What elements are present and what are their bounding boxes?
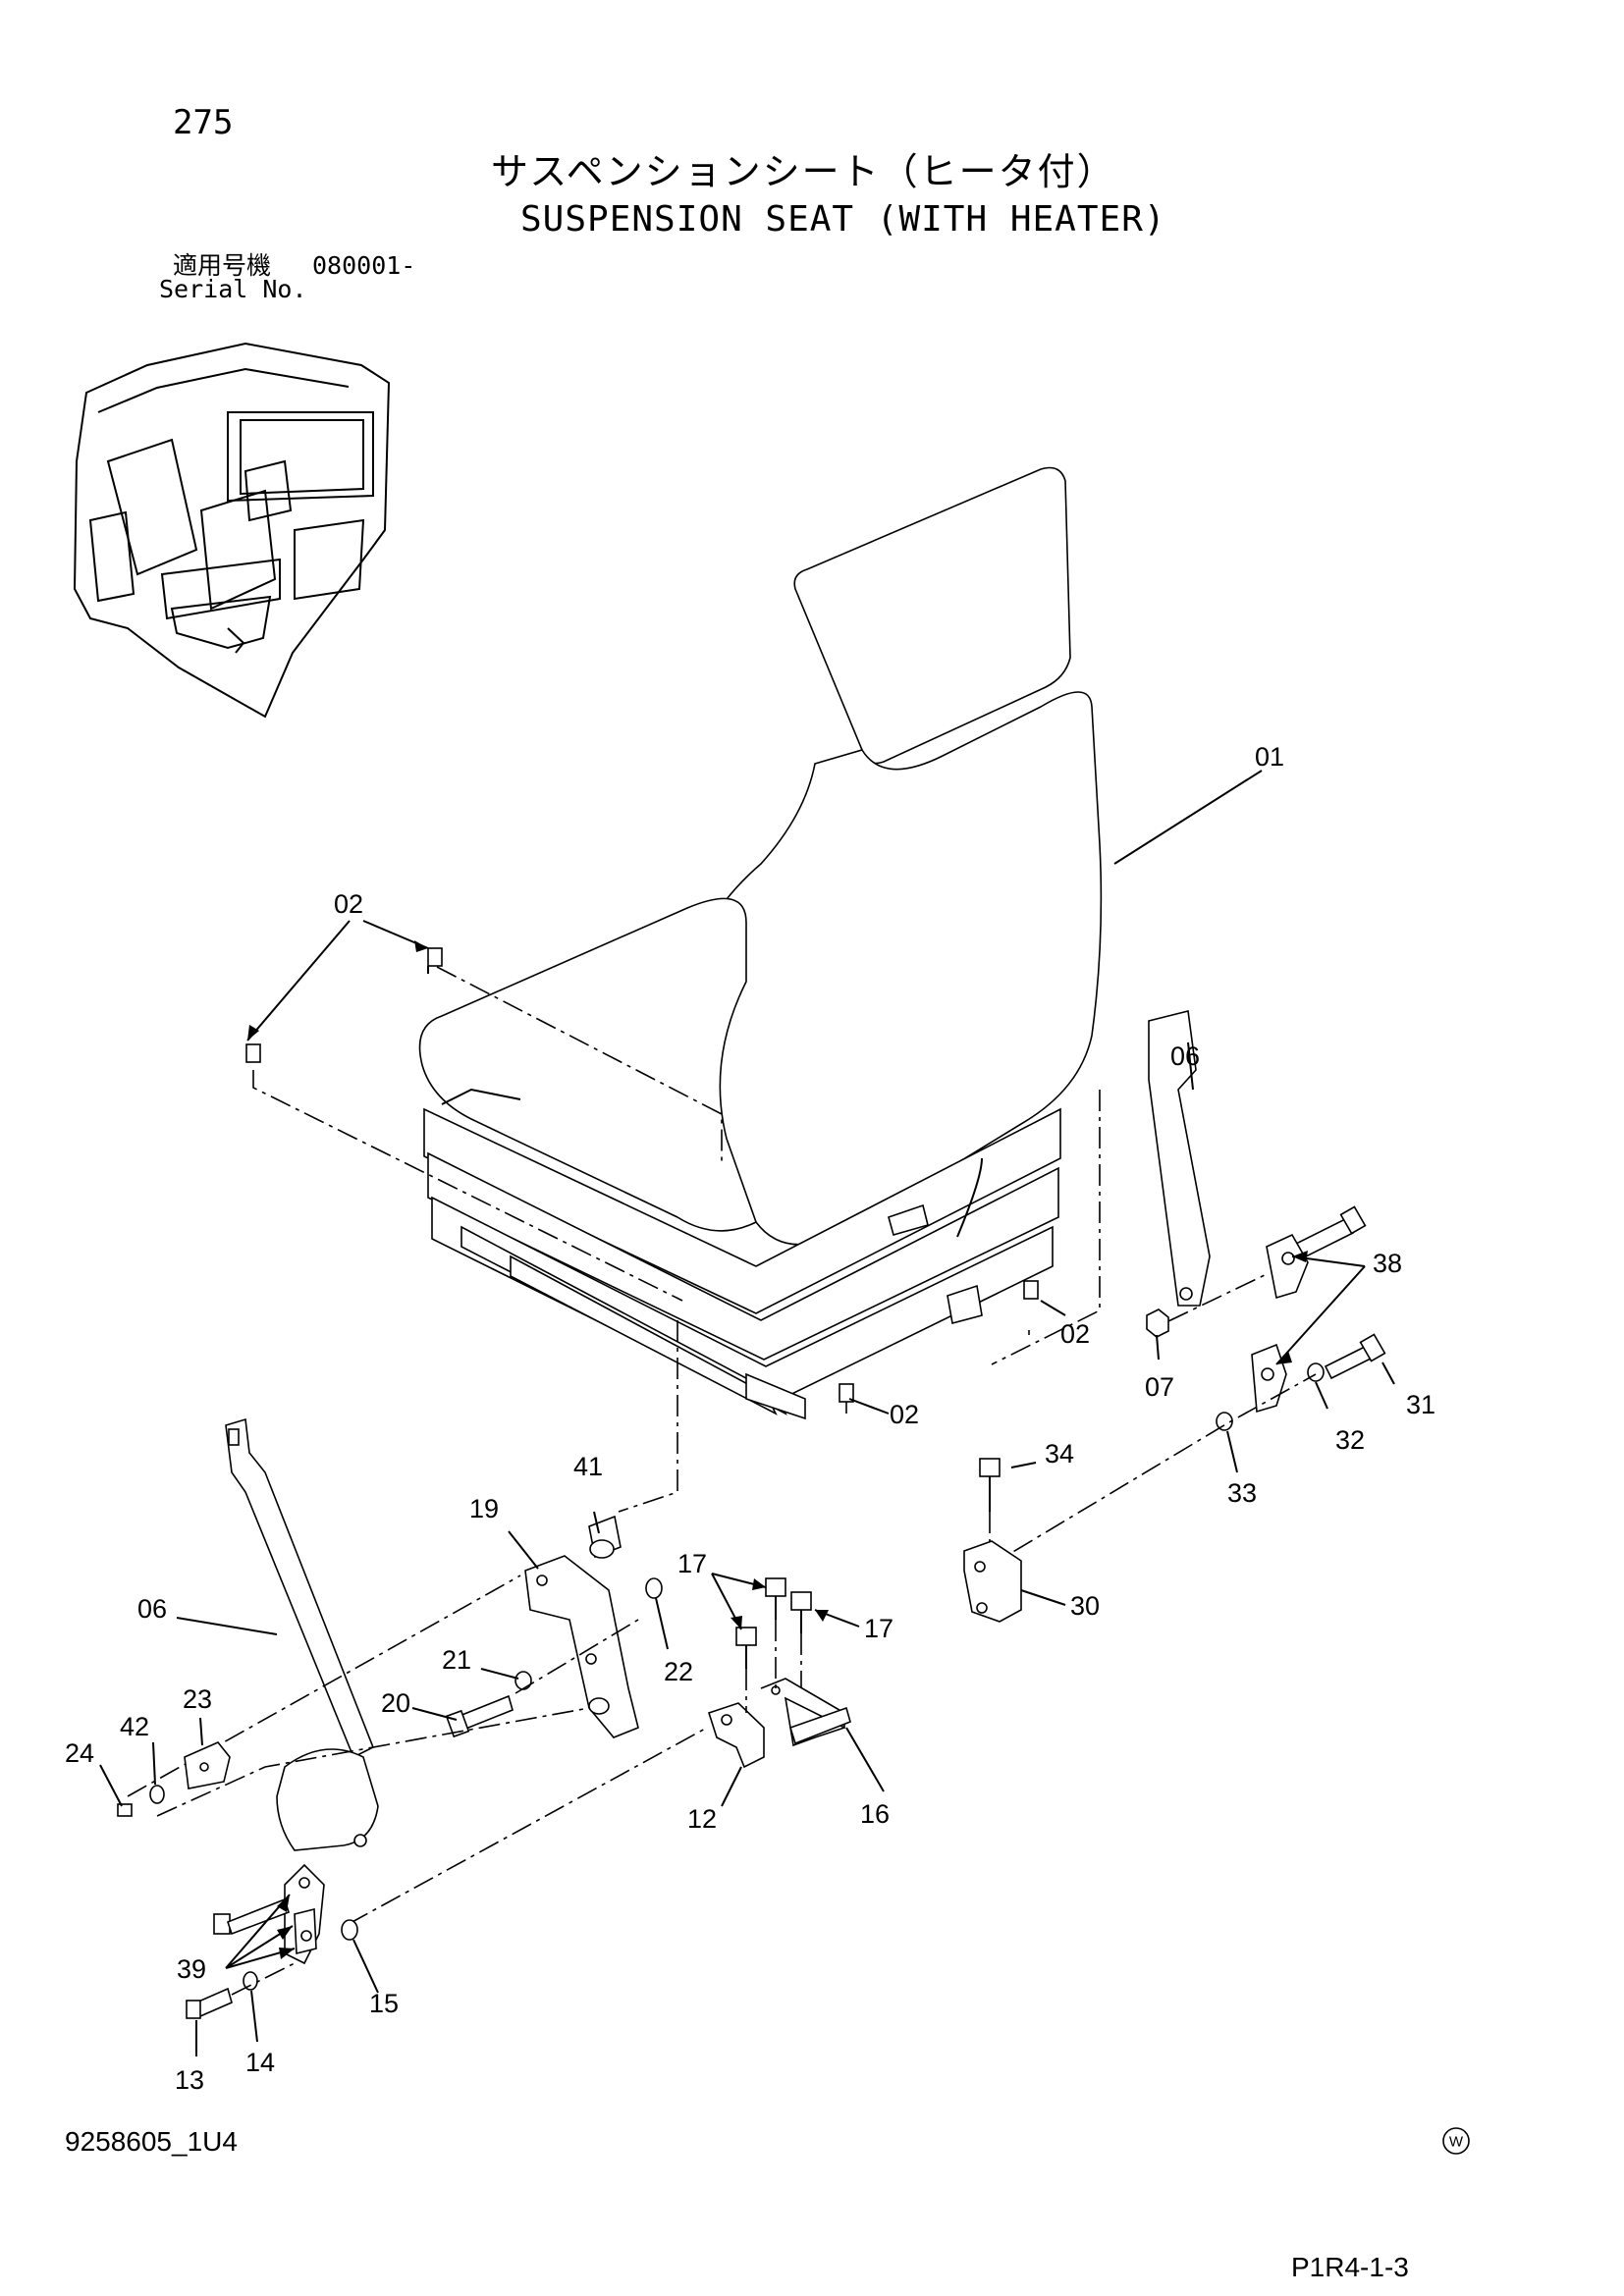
callout-33: 33 [1227,1478,1257,1508]
callout-17: 17 [677,1549,707,1578]
bolt-17-right [790,1591,812,1633]
callout-07: 07 [1145,1372,1174,1402]
callout-32: 32 [1335,1425,1365,1455]
projection-line [981,1373,1317,1572]
w-mark-letter: W [1449,2134,1464,2151]
callout-31: 31 [1406,1390,1435,1419]
bolt-02 [245,1043,261,1063]
callout-38: 38 [1373,1249,1402,1278]
spacer-19-lower [588,1697,610,1715]
bracket-16 [760,1678,851,1747]
title-japanese: サスペンションシート（ヒータ付） [491,150,1116,193]
bolt-02 [839,1383,854,1403]
suspension-seat [418,466,1103,1420]
spacer-41 [588,1515,622,1559]
arrowhead [277,1926,293,1940]
washer-32 [1307,1362,1325,1382]
serial-label-japanese: 適用号機 [173,251,272,280]
bolt-31 [1324,1333,1386,1380]
projection-line [348,1727,708,1925]
washer-21 [514,1671,532,1690]
bolt-24 [117,1803,133,1817]
bracket-38-upper [1266,1233,1309,1300]
callout-15: 15 [369,1989,399,2018]
projection-line [231,1962,296,1996]
washer-15 [341,1919,358,1941]
projection-line [156,1707,590,1817]
page-code: P1R4-1-3 [1291,2252,1409,2282]
arrowhead [1292,1251,1308,1262]
w-mark-icon: W [1442,2127,1470,2155]
bolt-02 [1023,1280,1039,1300]
callout-06: 06 [1170,1041,1200,1071]
washer-14 [243,1971,258,1991]
projection-line [252,1070,683,1302]
callout-06: 06 [137,1594,167,1624]
nut-07 [1146,1308,1169,1338]
arrowhead [247,1025,259,1041]
serial-label-english: Serial No. [159,275,307,303]
arrowhead [277,1895,290,1912]
title-english: SUSPENSION SEAT (WITH HEATER) [520,199,1166,240]
page-number: 275 [173,103,234,142]
bolt-17-left [735,1627,757,1669]
callout-22: 22 [664,1657,693,1686]
arrowhead [815,1610,829,1622]
callout-20: 20 [381,1688,410,1718]
bolt-17-mid [765,1577,786,1620]
bracket-23 [184,1741,231,1789]
seat-belt-06-left [225,1417,379,1851]
plate-19 [524,1555,639,1738]
cab-location-thumbnail [73,342,391,719]
projection-line [1167,1273,1268,1322]
serial-number: 080001- [312,251,416,280]
anchor-39 [284,1863,325,1965]
projection-line [514,1619,639,1694]
callout-24: 24 [65,1738,94,1768]
belt-anchor-06-right [1148,1010,1211,1307]
arrowhead [752,1578,766,1590]
callout-02: 02 [890,1400,919,1429]
callout-01: 01 [1255,742,1284,772]
callout-17: 17 [864,1614,893,1643]
callout-16: 16 [860,1799,890,1829]
callout-02: 02 [1060,1319,1090,1349]
callout-21: 21 [442,1645,471,1675]
projection-line [618,1320,678,1513]
callout-19: 19 [469,1494,499,1523]
projection-line [436,966,723,1163]
bracket-38-lower [1251,1343,1287,1414]
bolt-13 [186,1987,233,2019]
projection-line [991,1090,1101,1365]
callout-34: 34 [1045,1439,1074,1468]
callout-41: 41 [573,1452,603,1481]
bracket-30 [963,1540,1022,1623]
callout-30: 30 [1070,1591,1100,1621]
callout-23: 23 [183,1684,212,1714]
bracket-12 [707,1702,765,1769]
callout-14: 14 [245,2048,275,2077]
bolt-34 [979,1458,1001,1512]
callout-39: 39 [177,1954,206,1984]
arrowhead [279,1948,295,1959]
callout-42: 42 [120,1712,149,1741]
arrowhead [731,1616,742,1629]
washer-42 [149,1785,165,1804]
bolt-39-upper [213,1897,290,1936]
washer-22 [645,1577,663,1599]
arrowhead [414,940,428,952]
bolt-20 [445,1694,514,1738]
callout-02: 02 [334,889,363,919]
callout-13: 13 [175,2065,204,2095]
drawing-id: 9258605_1U4 [65,2126,238,2157]
arrowhead [1276,1351,1292,1364]
callout-12: 12 [687,1804,717,1834]
bolt-02 [427,947,443,974]
